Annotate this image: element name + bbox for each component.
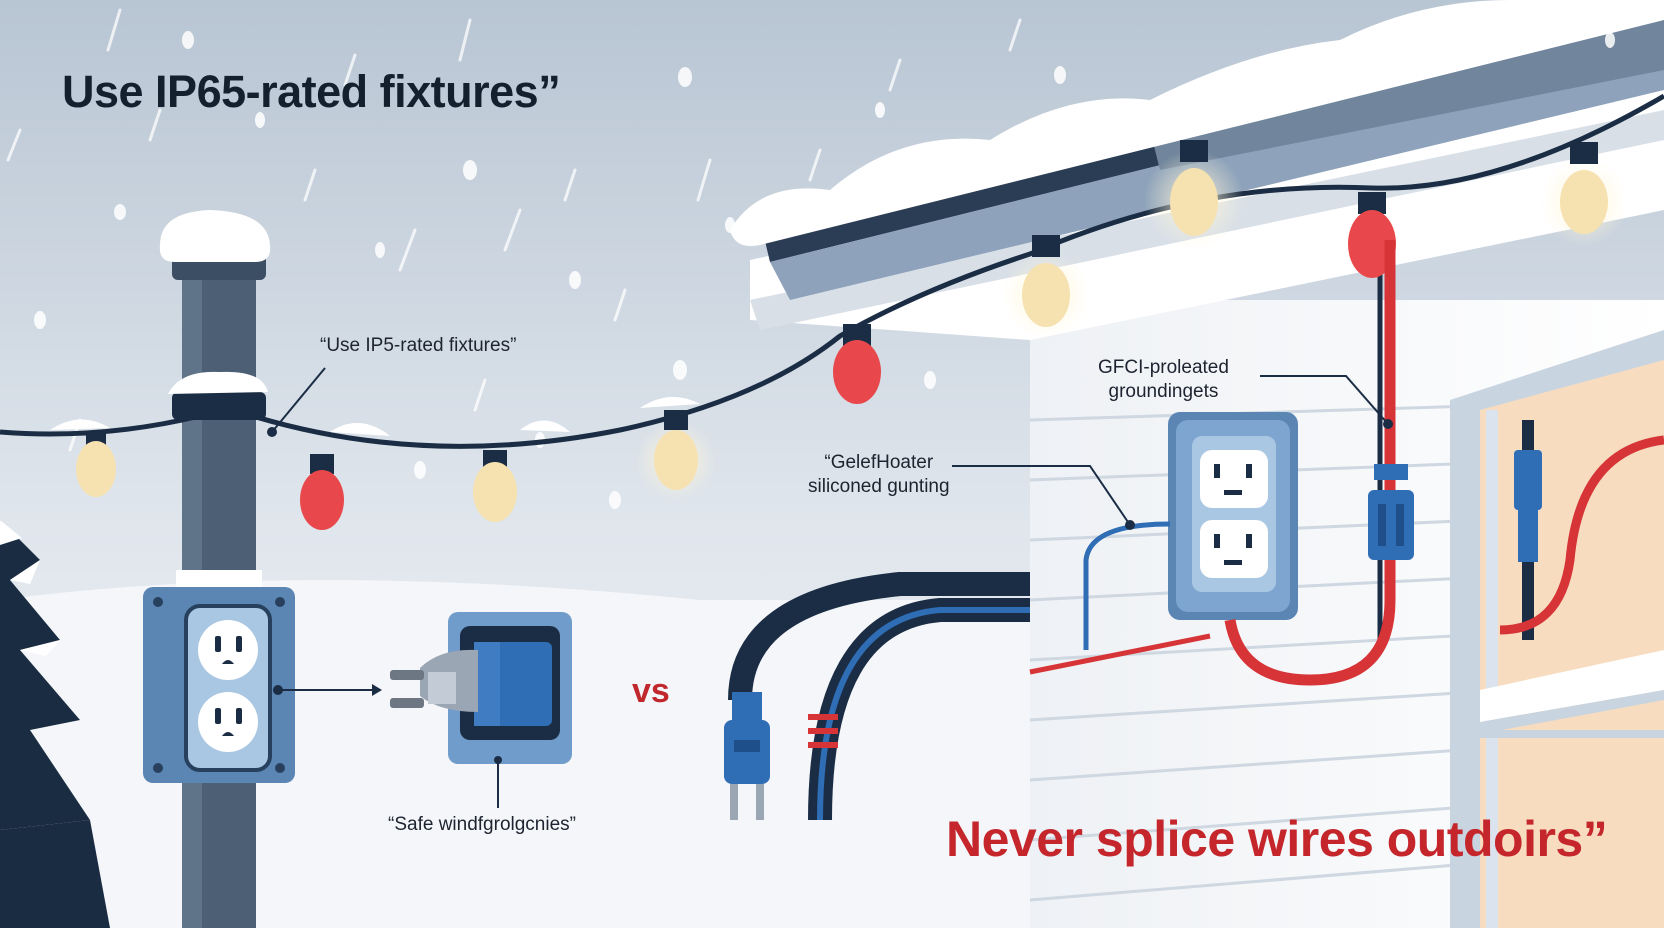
headline-title: Use IP65-rated fixtures”: [62, 66, 561, 117]
rain-streaks: [6, 8, 1022, 452]
wrapped-splice: [808, 714, 838, 748]
gfci-callout: GFCI-proleated groundingets: [1098, 356, 1229, 404]
safe-connectors-callout: “Safe windfgrolgcnies”: [388, 814, 576, 835]
gfci-callout-line1: GFCI-proleated: [1098, 357, 1229, 378]
vs-label: vs: [632, 672, 670, 710]
callout-dots: [267, 419, 1393, 764]
sealant-callout-line1: “GelefHoater: [824, 452, 934, 473]
weatherproof-box-icon: [390, 612, 572, 764]
gfci-callout-line2: groundingets: [1108, 381, 1219, 402]
sealant-callout-line2: siliconed gunting: [808, 476, 950, 497]
vs-cords: [728, 572, 1030, 821]
window-cord: [1499, 420, 1664, 640]
callout-lines: [271, 367, 1389, 808]
light-bulb-icon: [76, 140, 1628, 530]
gfci-outlet-icon: [1168, 412, 1298, 620]
house-cords: [1029, 240, 1396, 686]
plug-icon: [724, 692, 770, 820]
pine-tree: [0, 520, 110, 928]
arrowhead: [372, 684, 382, 696]
sealant-callout: “GelefHoater siliconed gunting: [808, 451, 950, 499]
outlet-icon: [143, 587, 295, 783]
inline-connector: [1368, 464, 1414, 560]
warning-banner: Never splice wires outdoirs”: [946, 811, 1608, 867]
wire-snow: [50, 396, 700, 436]
fixtures-callout: “Use IP5-rated fixtures”: [320, 335, 517, 356]
